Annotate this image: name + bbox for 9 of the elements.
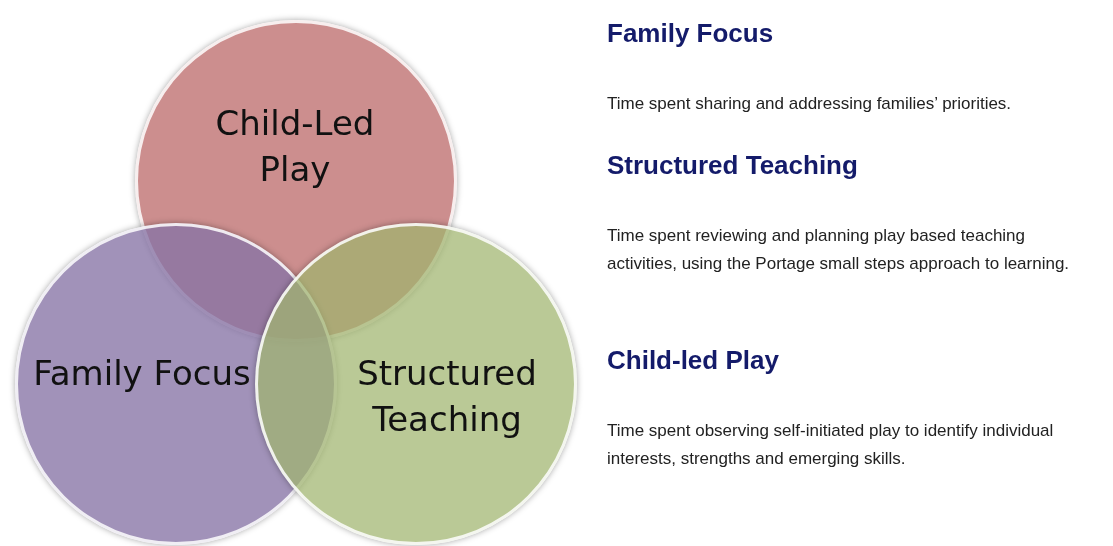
section-heading: Structured Teaching: [607, 150, 858, 181]
description-text: Time spent sharing and addressing families’ priorities.: [607, 93, 1013, 115]
circle-label: Family Focus: [32, 352, 252, 395]
description-text: Time spent observing self-initiated play to identify individual interests, strengths and emerging skills.: [607, 420, 1055, 470]
description-text: Time spent reviewing and planning play based teaching activities, using the Portage small steps approach to learning.: [607, 225, 1071, 275]
section-heading: Child-led Play: [607, 345, 779, 376]
section-heading: Family Focus: [607, 18, 774, 49]
circle-label: Child-Led Play: [214, 102, 376, 191]
circle-label: Structured Teaching: [356, 352, 538, 441]
